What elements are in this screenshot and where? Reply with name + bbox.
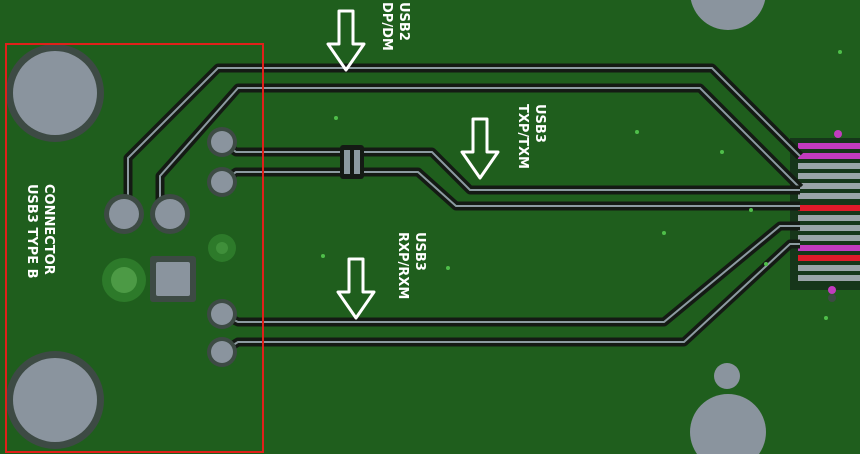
connector-highlight-box [5,43,264,453]
label-usb2: USB2 DP/DM [379,2,411,51]
right-connector-pads [790,130,860,302]
label-connector: USB3 TYPE B CONNECTOR [24,184,56,279]
mounting-hole-bottom-right [690,394,766,454]
label-usb3-rx: USB3 RXP/RXM [395,232,427,299]
label-usb3-rx-line1: USB3 [412,232,427,271]
label-connector-line1: USB3 TYPE B [24,184,39,279]
label-usb3-tx: USB3 TXP/TXM [515,104,547,169]
label-usb3-tx-line2: TXP/TXM [515,104,530,169]
down-arrow-icon-usb3-tx [460,117,500,180]
series-capacitor [340,145,364,179]
label-usb3-tx-line1: USB3 [532,104,547,143]
down-arrow-icon-usb3-rx [336,257,376,320]
usb-b-connector-pads [102,127,237,367]
small-via-hole [714,363,740,389]
label-connector-line2: CONNECTOR [41,184,56,275]
label-usb2-line1: USB2 [396,2,411,41]
usb2-dp-dm-traces [123,63,804,210]
mounting-hole-top-right [690,0,766,30]
label-usb2-line2: DP/DM [379,2,394,51]
mounting-holes [6,0,766,454]
label-usb3-rx-line2: RXP/RXM [395,232,410,299]
stitching-vias [321,50,842,320]
down-arrow-icon-usb2 [326,9,366,72]
